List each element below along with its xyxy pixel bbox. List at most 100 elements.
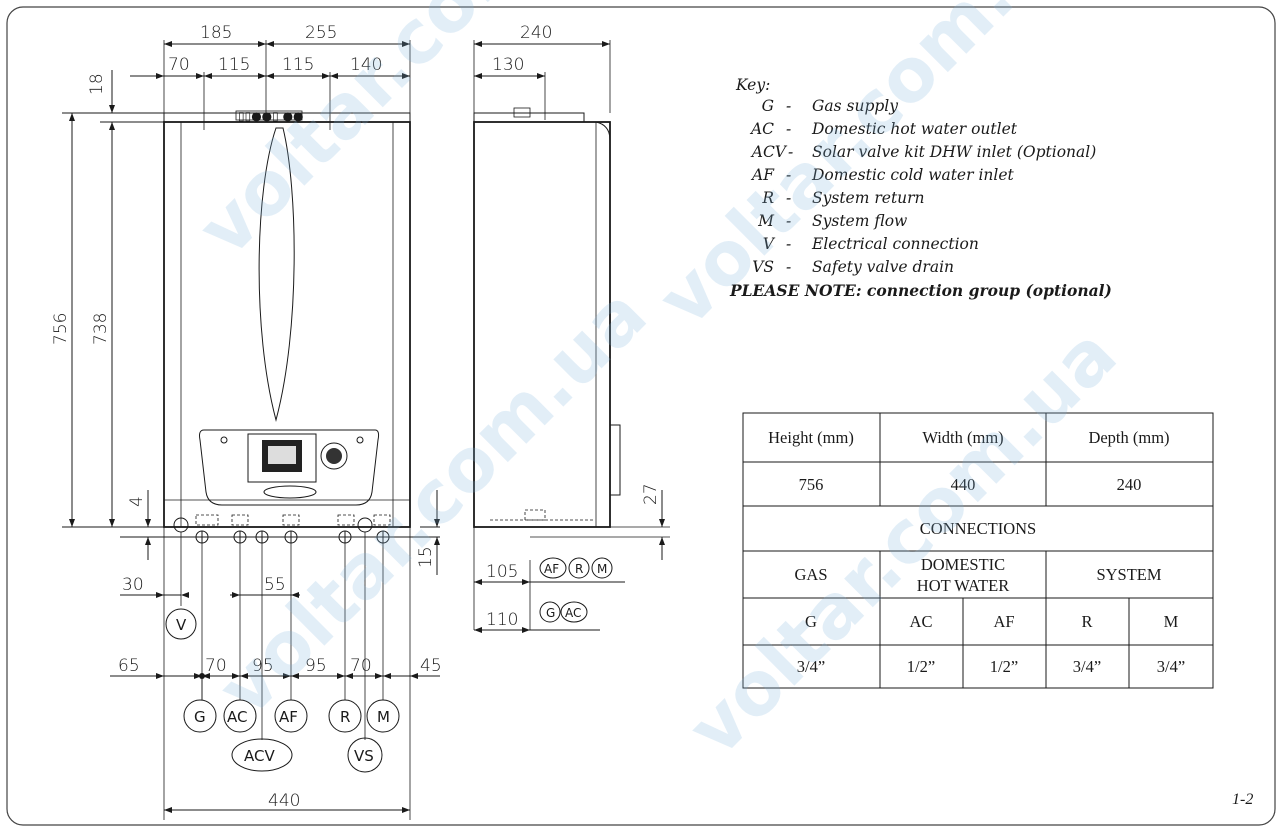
- dim-95-left: 95: [252, 656, 274, 676]
- key-item: V - Electrical connection: [763, 235, 979, 253]
- dim-756: 756: [51, 313, 71, 345]
- key-item: R - System return: [761, 189, 924, 207]
- label-circle-v: [165, 608, 197, 640]
- control-display-screen: [268, 446, 296, 464]
- table-code-g: G: [805, 612, 817, 631]
- key-sep: -: [786, 189, 791, 207]
- side-arrowheads: [474, 41, 665, 633]
- table-value-height: 756: [799, 475, 824, 494]
- table-code-r: R: [1081, 612, 1092, 631]
- side-label-r: R: [575, 562, 583, 576]
- side-label-circle-r: [568, 557, 590, 579]
- side-top-stub: [513, 107, 531, 118]
- key-note: PLEASE NOTE: connection group (optional): [729, 281, 1112, 300]
- key-code: VS: [752, 258, 774, 276]
- dim-15: 15: [416, 546, 436, 568]
- key-code: G: [762, 97, 774, 115]
- connection-leader-lines: [163, 40, 411, 820]
- side-label-g: G: [546, 606, 555, 620]
- key-code: AC: [749, 120, 774, 138]
- boiler-top-lip: [163, 112, 411, 123]
- table-code-af: AF: [993, 612, 1014, 631]
- dim-70-bottom-right: 70: [350, 656, 372, 676]
- label-r: R: [340, 708, 350, 726]
- key-item: M - System flow: [757, 212, 907, 230]
- dim-110: 110: [486, 610, 518, 630]
- key-desc: System return: [812, 189, 925, 207]
- side-label-circle-ac: [560, 601, 588, 623]
- dim-185: 185: [200, 23, 232, 43]
- key-title: Key:: [735, 76, 770, 94]
- side-panel-bump: [609, 424, 621, 496]
- label-circle-ac: [223, 699, 257, 733]
- table-section-connections: CONNECTIONS: [920, 519, 1036, 538]
- side-label-af: AF: [544, 562, 559, 576]
- dim-95-right: 95: [305, 656, 327, 676]
- page-frame: [6, 6, 1276, 826]
- pressure-gauge-icon: [320, 442, 348, 470]
- key-code: V: [763, 235, 776, 253]
- key-sep: -: [786, 120, 791, 138]
- table-size-af: 1/2”: [990, 657, 1018, 676]
- watermark: voltar.com.ua: [672, 311, 1133, 772]
- label-m: M: [377, 708, 390, 726]
- side-label-circle-g: [539, 601, 561, 623]
- key-code: R: [761, 189, 774, 207]
- side-view: 240 130 27 105 110 AF R M G AC: [473, 23, 670, 633]
- key-sep: -: [786, 235, 791, 253]
- key-legend: Key: G - Gas supply AC - Domestic hot wa…: [729, 76, 1112, 300]
- table-size-g: 3/4”: [797, 657, 825, 676]
- key-item: VS - Safety valve drain: [752, 258, 954, 276]
- dim-240: 240: [520, 23, 552, 43]
- table-size-r: 3/4”: [1073, 657, 1101, 676]
- key-sep: -: [786, 258, 791, 276]
- table-group-gas: GAS: [794, 565, 827, 584]
- dim-115-right: 115: [282, 55, 314, 75]
- key-sep: -: [786, 97, 791, 115]
- table-group-system: SYSTEM: [1096, 565, 1161, 584]
- dim-105: 105: [486, 562, 518, 582]
- dim-255: 255: [305, 23, 337, 43]
- dim-55: 55: [264, 575, 286, 595]
- front-panel-curve: [258, 127, 295, 422]
- control-panel: [199, 429, 380, 506]
- dim-4: 4: [127, 496, 147, 507]
- table-group-domestic: DOMESTIC: [921, 555, 1005, 574]
- table-header-width: Width (mm): [922, 428, 1003, 447]
- table-size-ac: 1/2”: [907, 657, 935, 676]
- dim-140: 140: [350, 55, 382, 75]
- key-desc: Safety valve drain: [812, 258, 954, 276]
- key-desc: Solar valve kit DHW inlet (Optional): [812, 143, 1096, 161]
- dim-27: 27: [641, 483, 661, 505]
- key-desc: Gas supply: [812, 97, 898, 115]
- key-sep: -: [786, 166, 791, 184]
- dim-70-bottom-left: 70: [205, 656, 227, 676]
- key-sep: -: [786, 212, 791, 230]
- front-view: ▯▯●●▯ ●●: [51, 23, 442, 820]
- dim-65: 65: [118, 656, 140, 676]
- label-circle-acv: [231, 738, 293, 772]
- dimensions-table: Height (mm) Width (mm) Depth (mm) 756 44…: [742, 412, 1214, 689]
- key-code: ACV: [750, 143, 788, 161]
- table-value-depth: 240: [1117, 475, 1142, 494]
- dim-738: 738: [91, 313, 111, 345]
- side-top-lip: [473, 112, 585, 123]
- label-circle-m: [366, 699, 400, 733]
- key-sep: -: [788, 143, 793, 161]
- dim-45: 45: [420, 656, 442, 676]
- table-size-m: 3/4”: [1157, 657, 1185, 676]
- key-item: ACV - Solar valve kit DHW inlet (Optiona…: [750, 143, 1097, 161]
- key-desc: Domestic cold water inlet: [811, 166, 1015, 184]
- dim-30: 30: [122, 575, 144, 595]
- side-label-circle-m: [591, 557, 613, 579]
- brand-logo-badge: [263, 485, 317, 499]
- table-code-m: M: [1164, 612, 1179, 631]
- key-code: M: [757, 212, 775, 230]
- key-item: G - Gas supply: [762, 97, 899, 115]
- key-desc: Electrical connection: [811, 235, 979, 253]
- pressure-gauge-dial: [326, 448, 342, 464]
- label-ac: AC: [227, 708, 247, 726]
- table-group-hot-water: HOT WATER: [917, 576, 1009, 595]
- dim-70-top: 70: [168, 55, 190, 75]
